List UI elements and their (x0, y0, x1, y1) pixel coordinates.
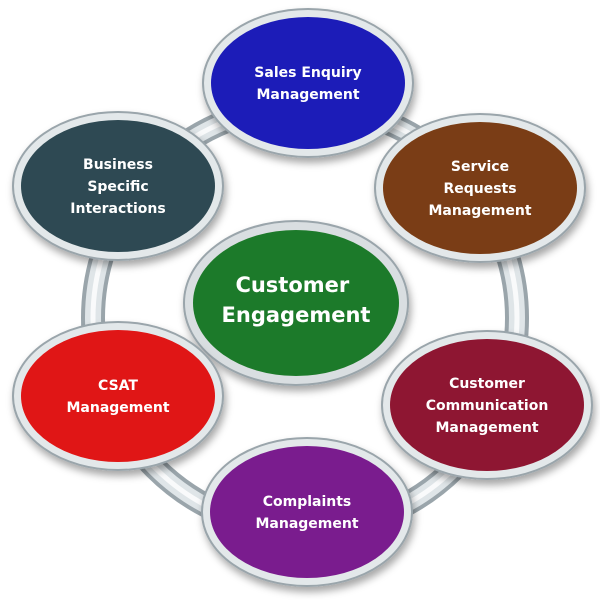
node-shape (374, 113, 586, 263)
node-label-line: Business (83, 157, 153, 173)
node-label-line: CSAT (98, 378, 138, 394)
node-csat: CSAT Management (12, 321, 224, 471)
node-label-line: Requests (443, 181, 516, 197)
node-label: CSAT Management (66, 378, 169, 416)
node-shape (202, 8, 414, 158)
node-label-line: Complaints (263, 494, 352, 510)
center-label-line: Customer (235, 273, 349, 297)
node-shape (12, 111, 224, 261)
node-label-line: Management (255, 516, 358, 532)
node-label-line: Specific (87, 179, 148, 195)
center-label-line: Engagement (222, 303, 371, 327)
node-label-line: Communication (426, 398, 549, 414)
node-label-line: Management (256, 87, 359, 103)
center-node-label: Customer Engagement (222, 273, 371, 327)
node-circle (210, 446, 404, 578)
center-node-circle (193, 230, 399, 376)
node-label-line: Management (428, 203, 531, 219)
node-label-line: Management (66, 400, 169, 416)
node-circle (390, 339, 584, 471)
node-circle (21, 330, 215, 462)
node-shape (381, 330, 593, 480)
node-circle (383, 122, 577, 254)
node-label-line: Sales Enquiry (254, 65, 361, 81)
node-shape (201, 437, 413, 587)
node-shape (12, 321, 224, 471)
node-circle (211, 17, 405, 149)
node-label-line: Customer (449, 376, 525, 392)
node-label-line: Management (435, 420, 538, 436)
node-label-line: Service (451, 159, 509, 175)
center-node (183, 220, 409, 386)
node-circle (21, 120, 215, 252)
node-label-line: Interactions (70, 201, 165, 217)
